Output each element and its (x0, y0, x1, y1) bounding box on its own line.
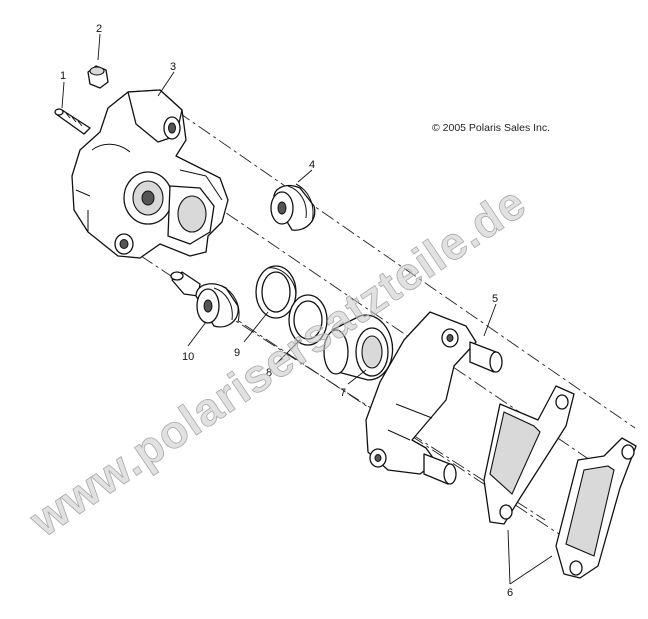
copyright-notice: © 2005 Polaris Sales Inc. (432, 122, 550, 134)
callout-1: 1 (60, 70, 66, 82)
callout-4: 4 (309, 159, 315, 171)
callout-7: 7 (340, 387, 346, 399)
callout-6: 6 (507, 587, 513, 599)
part-7-piston (323, 314, 394, 381)
part-10-slide-pin (170, 271, 240, 328)
part-3-caliper-body (71, 89, 229, 259)
part-5-caliper-bracket (365, 311, 503, 485)
callout-10: 10 (182, 351, 194, 363)
part-1-bleeder-screw (54, 108, 91, 135)
callout-8: 8 (266, 367, 272, 379)
leader-lines (61, 33, 553, 585)
callout-2: 2 (96, 23, 102, 35)
part-4-boot (270, 183, 316, 231)
part-6-brake-pads (483, 385, 637, 579)
callout-labels: 1 2 3 4 5 6 7 8 9 10 (60, 23, 513, 599)
part-2-bleeder-cap (87, 65, 109, 89)
callout-5: 5 (492, 293, 498, 305)
callout-9: 9 (234, 347, 240, 359)
callout-3: 3 (170, 61, 176, 73)
part-8-piston-seal (288, 294, 328, 346)
part-9-dust-seal (255, 265, 297, 319)
